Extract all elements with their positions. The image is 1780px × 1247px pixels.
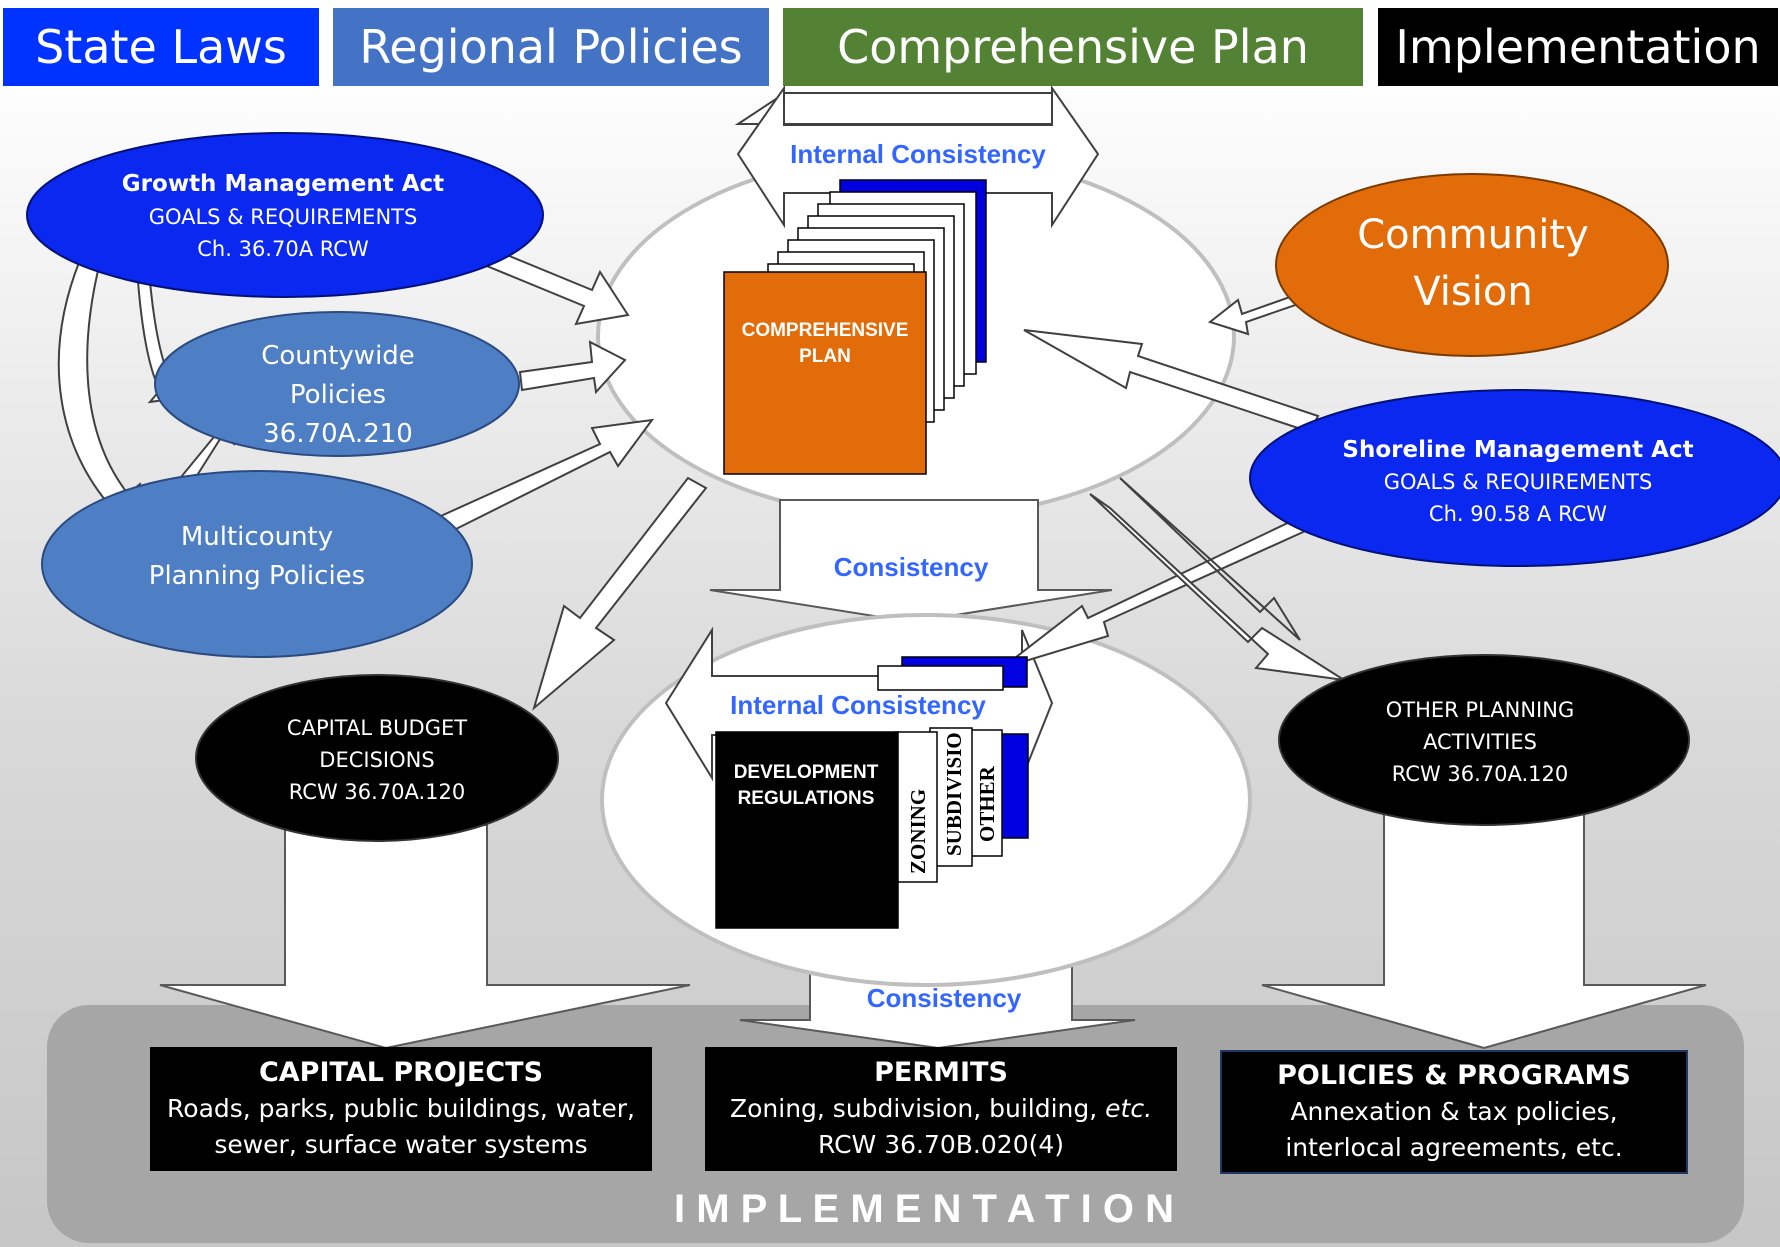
header-implementation: Implementation <box>1378 8 1778 86</box>
dev-regs-line1: DEVELOPMENT <box>734 762 879 783</box>
capital-projects-title: CAPITAL PROJECTS <box>258 1057 544 1088</box>
capital-budget-line2: DECISIONS <box>319 748 434 772</box>
multicounty-to-plan-arrow <box>430 418 655 538</box>
countywide-line3: 36.70A.210 <box>263 419 413 449</box>
plan-to-capital-arrow <box>532 476 708 711</box>
multicounty-ellipse <box>41 470 473 658</box>
policies-programs-title: POLICIES & PROGRAMS <box>1277 1060 1631 1091</box>
comp-plan-doc-line1: COMPREHENSIVE <box>742 320 909 341</box>
countywide-line1: Countywide <box>261 341 415 371</box>
other-planning-line3: RCW 36.70A.120 <box>1392 762 1569 786</box>
sma-to-devregs-arrow <box>1001 518 1315 669</box>
header-comprehensive-plan-label: Comprehensive Plan <box>837 20 1309 74</box>
development-regulations-cover <box>715 731 899 929</box>
comp-plan-doc-line2: PLAN <box>799 346 851 367</box>
capital-budget-line3: RCW 36.70A.120 <box>289 780 466 804</box>
sma-line2: GOALS & REQUIREMENTS <box>1384 470 1653 494</box>
countywide-to-plan-arrow <box>518 340 627 395</box>
tab-other-label: OTHER <box>975 765 999 842</box>
sma-ellipse <box>1249 389 1780 567</box>
multicounty-line1: Multicounty <box>181 522 333 552</box>
capital-budget-ellipse <box>195 674 559 842</box>
header-regional-policies: Regional Policies <box>333 8 769 86</box>
tab-subdivision-label: SUBDIVISIO <box>942 732 966 856</box>
capital-projects-line3: sewer, surface water systems <box>214 1130 588 1159</box>
gma-to-plan-arrow <box>480 246 630 326</box>
plan-to-other-arrow <box>1089 493 1345 681</box>
internal-consistency-top-label: Internal Consistency <box>790 139 1046 169</box>
header-comprehensive-plan: Comprehensive Plan <box>783 8 1363 86</box>
capital-projects-line2: Roads, parks, public buildings, water, <box>167 1094 635 1123</box>
permits-title: PERMITS <box>874 1057 1008 1088</box>
permits-line2-text: Zoning, subdivision, building, <box>729 1094 1106 1123</box>
other-planning-ellipse <box>1278 654 1690 826</box>
policies-programs-line3: interlocal agreements, etc. <box>1285 1133 1623 1162</box>
capital-budget-line1: CAPITAL BUDGET <box>287 716 467 740</box>
permits-consistency-arrow <box>739 964 1136 1050</box>
header-state-laws-label: State Laws <box>35 20 287 74</box>
header-state-laws: State Laws <box>3 8 319 86</box>
gma-line2: GOALS & REQUIREMENTS <box>149 205 418 229</box>
policies-programs-line2: Annexation & tax policies, <box>1290 1097 1618 1126</box>
permits-line2-italic: etc. <box>1105 1094 1153 1123</box>
countywide-line2: Policies <box>290 380 386 410</box>
countywide-ellipse <box>154 311 520 457</box>
multicounty-line2: Planning Policies <box>149 561 365 591</box>
community-vision-ellipse <box>1275 173 1669 357</box>
consistency-bottom-label: Consistency <box>867 983 1022 1013</box>
consistency-mid-label: Consistency <box>834 552 989 582</box>
other-planning-line1: OTHER PLANNING <box>1386 698 1575 722</box>
capital-projects-box: CAPITAL PROJECTS Roads, parks, public bu… <box>150 1047 652 1171</box>
implementation-band-label: I M P L E M E N T A T I O N <box>674 1187 1174 1231</box>
header-regional-policies-label: Regional Policies <box>359 20 743 74</box>
capital-down-arrow <box>159 824 691 1050</box>
permits-line3: RCW 36.70B.020(4) <box>817 1130 1065 1159</box>
comprehensive-plan-document-stack <box>723 179 987 475</box>
comprehensive-plan-cover <box>723 271 927 475</box>
policies-programs-box: POLICIES & PROGRAMS Annexation & tax pol… <box>1220 1050 1688 1174</box>
internal-consistency-dev-label: Internal Consistency <box>730 690 986 720</box>
policies-down-arrow <box>1261 804 1707 1050</box>
internal-consistency-top-bracket <box>734 92 1053 125</box>
permits-box: PERMITS Zoning, subdivision, building, e… <box>705 1047 1177 1171</box>
community-vision-line2: Vision <box>1413 269 1532 315</box>
development-regulations-document-stack <box>715 656 1029 929</box>
community-vision-line1: Community <box>1357 212 1589 258</box>
tab-zoning-label: ZONING <box>906 789 930 874</box>
plan-to-other-arrow-outline <box>1119 477 1301 641</box>
sma-line3: Ch. 90.58 A RCW <box>1429 502 1607 526</box>
dev-regs-line2: REGULATIONS <box>738 788 875 809</box>
internal-consistency-top-arrow <box>736 84 1100 229</box>
sma-title: Shoreline Management Act <box>1342 437 1693 463</box>
header-implementation-label: Implementation <box>1395 20 1761 74</box>
gma-title: Growth Management Act <box>122 171 444 197</box>
gma-line3: Ch. 36.70A RCW <box>197 237 369 261</box>
gma-ellipse <box>26 132 544 298</box>
sma-to-plan-arrow <box>1023 329 1320 434</box>
consistency-down-arrow <box>709 499 1113 624</box>
permits-line2: Zoning, subdivision, building, etc. <box>705 1091 1177 1127</box>
other-planning-line2: ACTIVITIES <box>1423 730 1537 754</box>
